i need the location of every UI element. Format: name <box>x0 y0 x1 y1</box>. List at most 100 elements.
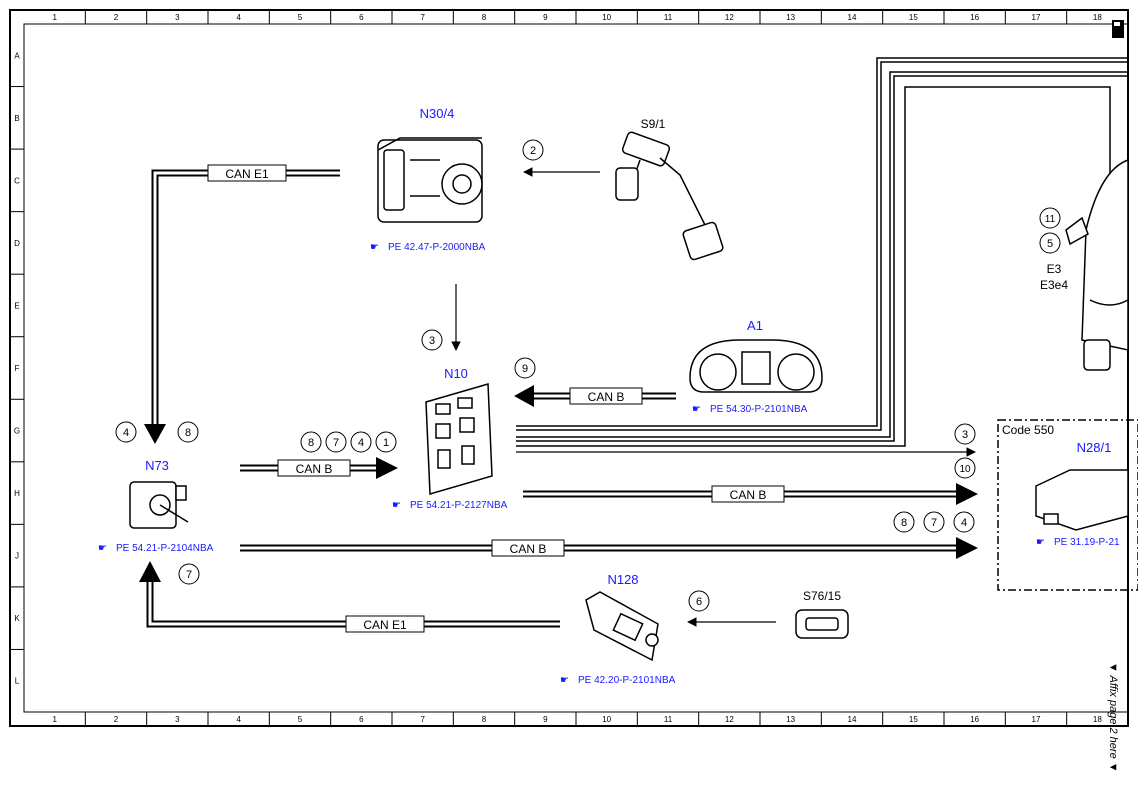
n30-4-ref: PE 42.47-P-2000NBA <box>388 242 486 253</box>
n30-4-label: N30/4 <box>420 106 455 121</box>
grid-col-8-bottom: 8 <box>482 715 487 724</box>
marker-8a: 8 <box>185 427 191 439</box>
n128-ref: PE 42.20-P-2101NBA <box>578 675 676 686</box>
grid-col-12-top: 12 <box>725 13 734 22</box>
can-b-bottom-label: CAN B <box>510 542 547 556</box>
a1-label: A1 <box>747 318 763 333</box>
marker-9: 9 <box>522 363 528 375</box>
affix-note: ▼ Affix page 2 here ▼ <box>1102 660 1126 790</box>
grid-col-5-bottom: 5 <box>298 715 303 724</box>
ignition-switch-icon <box>129 481 189 529</box>
marker-4b: 4 <box>358 437 364 449</box>
marker-3a: 3 <box>429 335 435 347</box>
marker-4a: 4 <box>123 427 129 439</box>
grid-col-10-bottom: 10 <box>602 715 611 724</box>
grid-row-F: F <box>15 364 20 373</box>
grid-col-8-top: 8 <box>482 13 487 22</box>
grid-row-C: C <box>14 176 20 185</box>
grid-row-G: G <box>14 427 20 436</box>
grid-col-16-top: 16 <box>970 13 979 22</box>
parking-brake-switch-icon <box>795 609 849 639</box>
grid-col-5-top: 5 <box>298 13 303 22</box>
n73-ref: PE 54.21-P-2104NBA <box>116 543 214 554</box>
grid-row-H: H <box>14 489 20 498</box>
svg-text:☛: ☛ <box>98 543 107 554</box>
grid-col-15-bottom: 15 <box>909 715 918 724</box>
marker-3b: 3 <box>962 429 968 441</box>
s9-1-label: S9/1 <box>641 117 666 131</box>
code-550-label: Code 550 <box>1002 423 1054 437</box>
can-e1-top-label: CAN E1 <box>225 167 269 181</box>
parking-brake-module-icon <box>585 591 659 662</box>
n73-label: N73 <box>145 458 169 473</box>
trailer-module-icon <box>1035 469 1129 531</box>
grid-col-17-top: 17 <box>1032 13 1041 22</box>
grid-col-12-bottom: 12 <box>725 715 734 724</box>
grid-row-B: B <box>14 114 19 123</box>
can-b-n73-label: CAN B <box>296 462 333 476</box>
grid-col-1-top: 1 <box>52 13 57 22</box>
marker-7a: 7 <box>333 437 339 449</box>
marker-6: 6 <box>696 596 702 608</box>
marker-4c: 4 <box>961 517 967 529</box>
s76-15-label: S76/15 <box>803 589 841 603</box>
marker-2: 2 <box>530 145 536 157</box>
grid-col-18-top: 18 <box>1093 13 1102 22</box>
marker-11: 11 <box>1045 214 1056 225</box>
grid-col-2-bottom: 2 <box>114 715 119 724</box>
marker-1: 1 <box>383 437 389 449</box>
grid-col-4-top: 4 <box>236 13 241 22</box>
grid-col-9-top: 9 <box>543 13 548 22</box>
grid-col-7-bottom: 7 <box>420 715 425 724</box>
grid-col-4-bottom: 4 <box>236 715 241 724</box>
grid-col-17-bottom: 17 <box>1032 715 1041 724</box>
marker-5: 5 <box>1047 238 1053 250</box>
grid-column-ruler: 1122334455667788991010111112121313141415… <box>52 10 1102 726</box>
grid-col-15-top: 15 <box>909 13 918 22</box>
frame-outer <box>9 9 1129 727</box>
grid-col-11-bottom: 11 <box>664 715 673 724</box>
svg-text:☛: ☛ <box>692 404 701 415</box>
grid-col-6-top: 6 <box>359 13 364 22</box>
grid-row-J: J <box>15 552 19 561</box>
n28-1-label: N28/1 <box>1077 440 1112 455</box>
sam-module-icon <box>425 383 493 495</box>
abs-unit-icon <box>377 137 483 223</box>
brake-pedal-icon <box>615 131 724 261</box>
svg-text:☛: ☛ <box>1036 537 1045 548</box>
marker-7c: 7 <box>186 569 192 581</box>
grid-col-3-bottom: 3 <box>175 715 180 724</box>
grid-col-16-bottom: 16 <box>970 715 979 724</box>
grid-col-14-bottom: 14 <box>848 715 857 724</box>
instrument-cluster-icon <box>689 339 823 393</box>
grid-col-1-bottom: 1 <box>52 715 57 724</box>
marker-10: 10 <box>959 464 971 475</box>
grid-col-2-top: 2 <box>114 13 119 22</box>
e3e4-label: E3e4 <box>1040 278 1068 292</box>
a1-ref: PE 54.30-P-2101NBA <box>710 404 808 415</box>
frame-inner <box>23 23 1129 713</box>
svg-text:☛: ☛ <box>560 675 569 686</box>
grid-col-11-top: 11 <box>664 13 673 22</box>
grid-col-3-top: 3 <box>175 13 180 22</box>
grid-col-18-bottom: 18 <box>1093 715 1102 724</box>
e3-label: E3 <box>1047 262 1062 276</box>
marker-8b: 8 <box>308 437 314 449</box>
n28-1-ref: PE 31.19-P-21 <box>1054 537 1120 548</box>
svg-text:☛: ☛ <box>370 242 379 253</box>
affix-note-text: ▼ Affix page 2 here ▼ <box>1107 662 1119 773</box>
can-b-n10-n28-label: CAN B <box>730 488 767 502</box>
grid-col-14-top: 14 <box>848 13 857 22</box>
svg-text:☛: ☛ <box>392 500 401 511</box>
document-icon <box>1112 20 1124 38</box>
grid-col-9-bottom: 9 <box>543 715 548 724</box>
grid-row-L: L <box>15 677 20 686</box>
grid-col-13-top: 13 <box>786 13 795 22</box>
code-550-box <box>997 419 1138 591</box>
n128-label: N128 <box>607 572 638 587</box>
grid-row-A: A <box>14 51 20 60</box>
can-b-a1-label: CAN B <box>588 390 625 404</box>
vehicle-rear-icon <box>1065 158 1129 371</box>
